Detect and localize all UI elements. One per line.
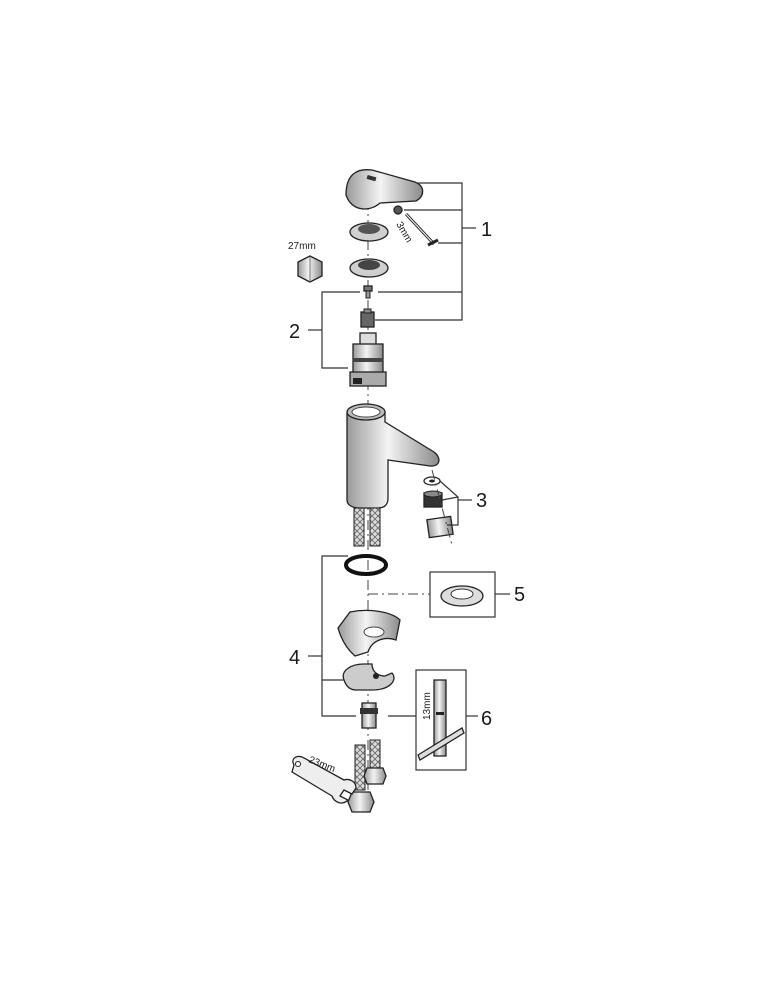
lever-handle	[345, 169, 424, 210]
wrench-23mm	[291, 755, 357, 804]
callout-6: 6	[481, 708, 492, 730]
hex-key-size-label: 3mm	[393, 220, 414, 245]
mounting-key-13mm	[417, 679, 465, 761]
supply-hose-left	[353, 507, 365, 547]
key-size-label: 13mm	[422, 692, 433, 720]
o-ring	[344, 554, 388, 576]
hose-nut-right	[363, 767, 387, 785]
aerator-parts	[423, 476, 454, 539]
nut-size-label: 27mm	[288, 241, 316, 252]
supply-hose-right	[369, 507, 381, 547]
cover-cap	[349, 222, 389, 242]
faucet-body	[346, 403, 440, 509]
threaded-stud	[360, 702, 378, 729]
horseshoe-washer	[342, 663, 395, 691]
base-washer	[440, 585, 484, 607]
part-6-box	[415, 669, 467, 771]
small-screw	[363, 285, 373, 299]
callout-3: 3	[476, 490, 487, 512]
callout-2: 2	[289, 321, 300, 343]
callout-1: 1	[481, 219, 492, 241]
callout-5: 5	[514, 584, 525, 606]
callout-4: 4	[289, 647, 300, 669]
hose-end-right	[369, 739, 381, 769]
hose-end-left	[354, 744, 366, 791]
hex-key-3mm	[393, 205, 439, 247]
cartridge	[349, 332, 387, 387]
threaded-ring	[349, 258, 389, 278]
hose-nut-left	[347, 791, 375, 813]
mounting-plate	[337, 609, 401, 657]
spindle-adapter	[360, 308, 375, 328]
hex-nut-27mm	[297, 255, 323, 283]
